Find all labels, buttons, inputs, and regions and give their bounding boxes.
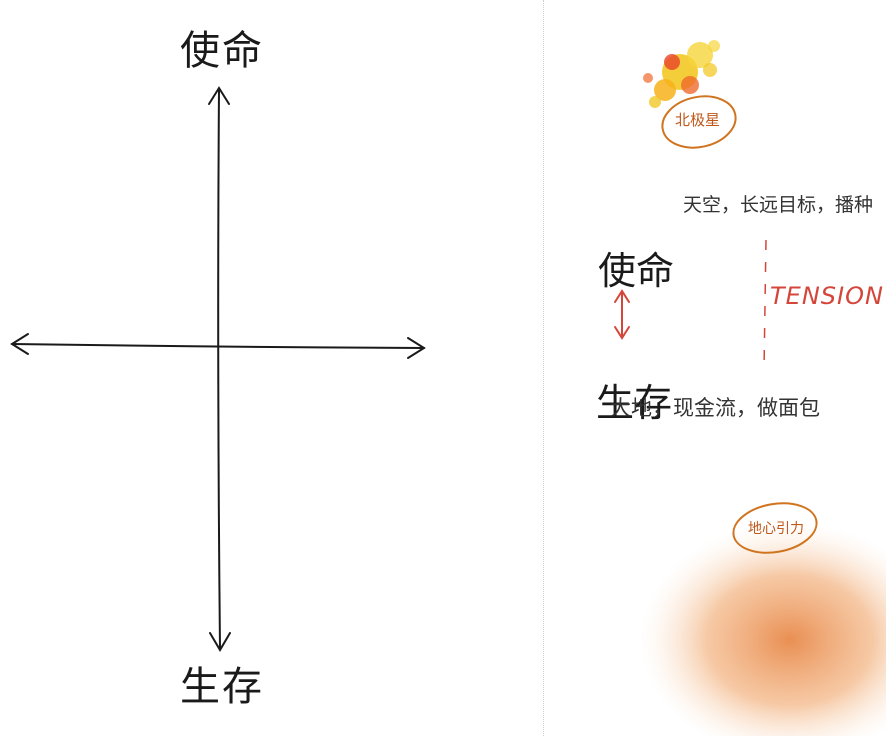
- gravity-badge-outline: [732, 502, 818, 554]
- survival-axis-label: 生存: [180, 664, 264, 710]
- survival-label: 生存: [596, 381, 673, 425]
- horizontal-axis-right-arrowhead: [407, 337, 426, 359]
- tension-label: TENSION: [770, 282, 884, 310]
- gravity-badge-text: 地心引力: [748, 521, 804, 537]
- ground-note: 大地，现金流，做面包: [610, 396, 820, 420]
- horizontal-axis-left-arrowhead: [10, 333, 29, 355]
- vertical-axis-bottom-arrowhead: [209, 632, 231, 652]
- vertical-axis-top-arrowhead: [208, 86, 230, 105]
- sky-note: 天空，长远目标，播种: [683, 194, 874, 216]
- north-star-badge-text: 北极星: [675, 111, 721, 129]
- north-star-badge-outline: [661, 95, 737, 149]
- red-double-arrow: [614, 289, 630, 340]
- tension-dashed-line: [763, 239, 767, 371]
- mission-label: 使命: [598, 249, 675, 293]
- horizontal-axis: [11, 343, 425, 349]
- left-page: [0, 0, 443, 736]
- gravity-earth-cloud: [640, 522, 886, 736]
- page-divider: [543, 0, 544, 736]
- north-star-splash: [643, 40, 720, 108]
- vertical-axis: [217, 89, 221, 649]
- mission-axis-label: 使命: [180, 28, 264, 74]
